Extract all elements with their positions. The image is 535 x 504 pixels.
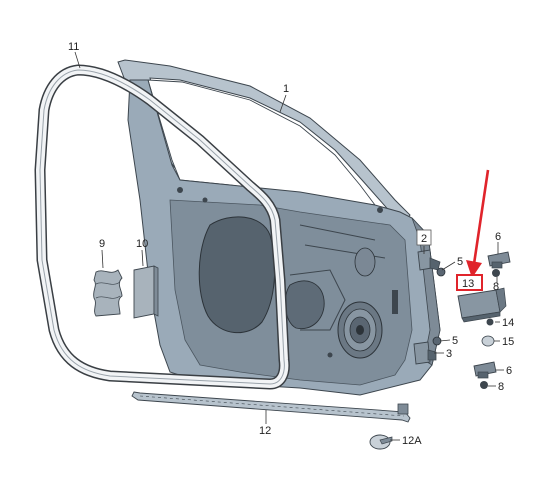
door-check-part-13 [457, 287, 507, 323]
upper-hinge-bolt [436, 267, 446, 277]
bolt-part-8-lower [480, 381, 488, 389]
callout-3: 3 [446, 348, 452, 360]
door-cutout-large [198, 216, 276, 334]
screw-part-14 [486, 318, 494, 326]
sill-trim-strip [131, 391, 411, 423]
callout-2-box [416, 229, 432, 246]
door-shell [117, 59, 441, 396]
lower-hinge-bolt [432, 336, 442, 346]
hinge-part-6-upper [487, 251, 511, 269]
callout-9: 9 [99, 238, 105, 250]
callout-15: 15 [502, 336, 514, 348]
callout-5-lower: 5 [452, 335, 458, 347]
sound-pad-10 [133, 265, 159, 319]
bolt-part-8-upper [492, 269, 500, 277]
highlight-box [456, 274, 483, 291]
callout-labels: 11 1 9 10 2 5 6 8 14 15 5 3 6 8 12 12A [68, 41, 514, 447]
callout-6-upper: 6 [495, 231, 501, 243]
upper-hinge-bracket [417, 249, 441, 271]
cap-part-15 [481, 335, 495, 347]
callout-13: 13 [462, 278, 474, 290]
highlight-arrow-shaft [472, 169, 490, 265]
door-seal [34, 64, 290, 390]
callout-8-lower: 8 [498, 381, 504, 393]
callout-5-upper: 5 [457, 256, 463, 268]
sound-pad-9 [93, 269, 123, 317]
callout-11: 11 [68, 41, 79, 53]
clip-12a [369, 434, 393, 450]
callout-12: 12 [259, 425, 271, 437]
callout-8-upper: 8 [493, 281, 499, 293]
highlight-arrow-head [466, 260, 482, 278]
callout-14: 14 [502, 317, 514, 329]
door-speaker-opening [337, 301, 383, 359]
callout-10: 10 [136, 238, 148, 250]
callout-6-lower: 6 [506, 365, 512, 377]
lower-hinge-bracket [413, 341, 437, 365]
hinge-part-6-lower [473, 361, 497, 379]
callout-12a: 12A [402, 435, 422, 447]
leader-lines [74, 51, 504, 441]
callout-1: 1 [283, 83, 289, 95]
highlight-annotation: 13 [456, 169, 490, 291]
callout-2: 2 [421, 233, 427, 245]
